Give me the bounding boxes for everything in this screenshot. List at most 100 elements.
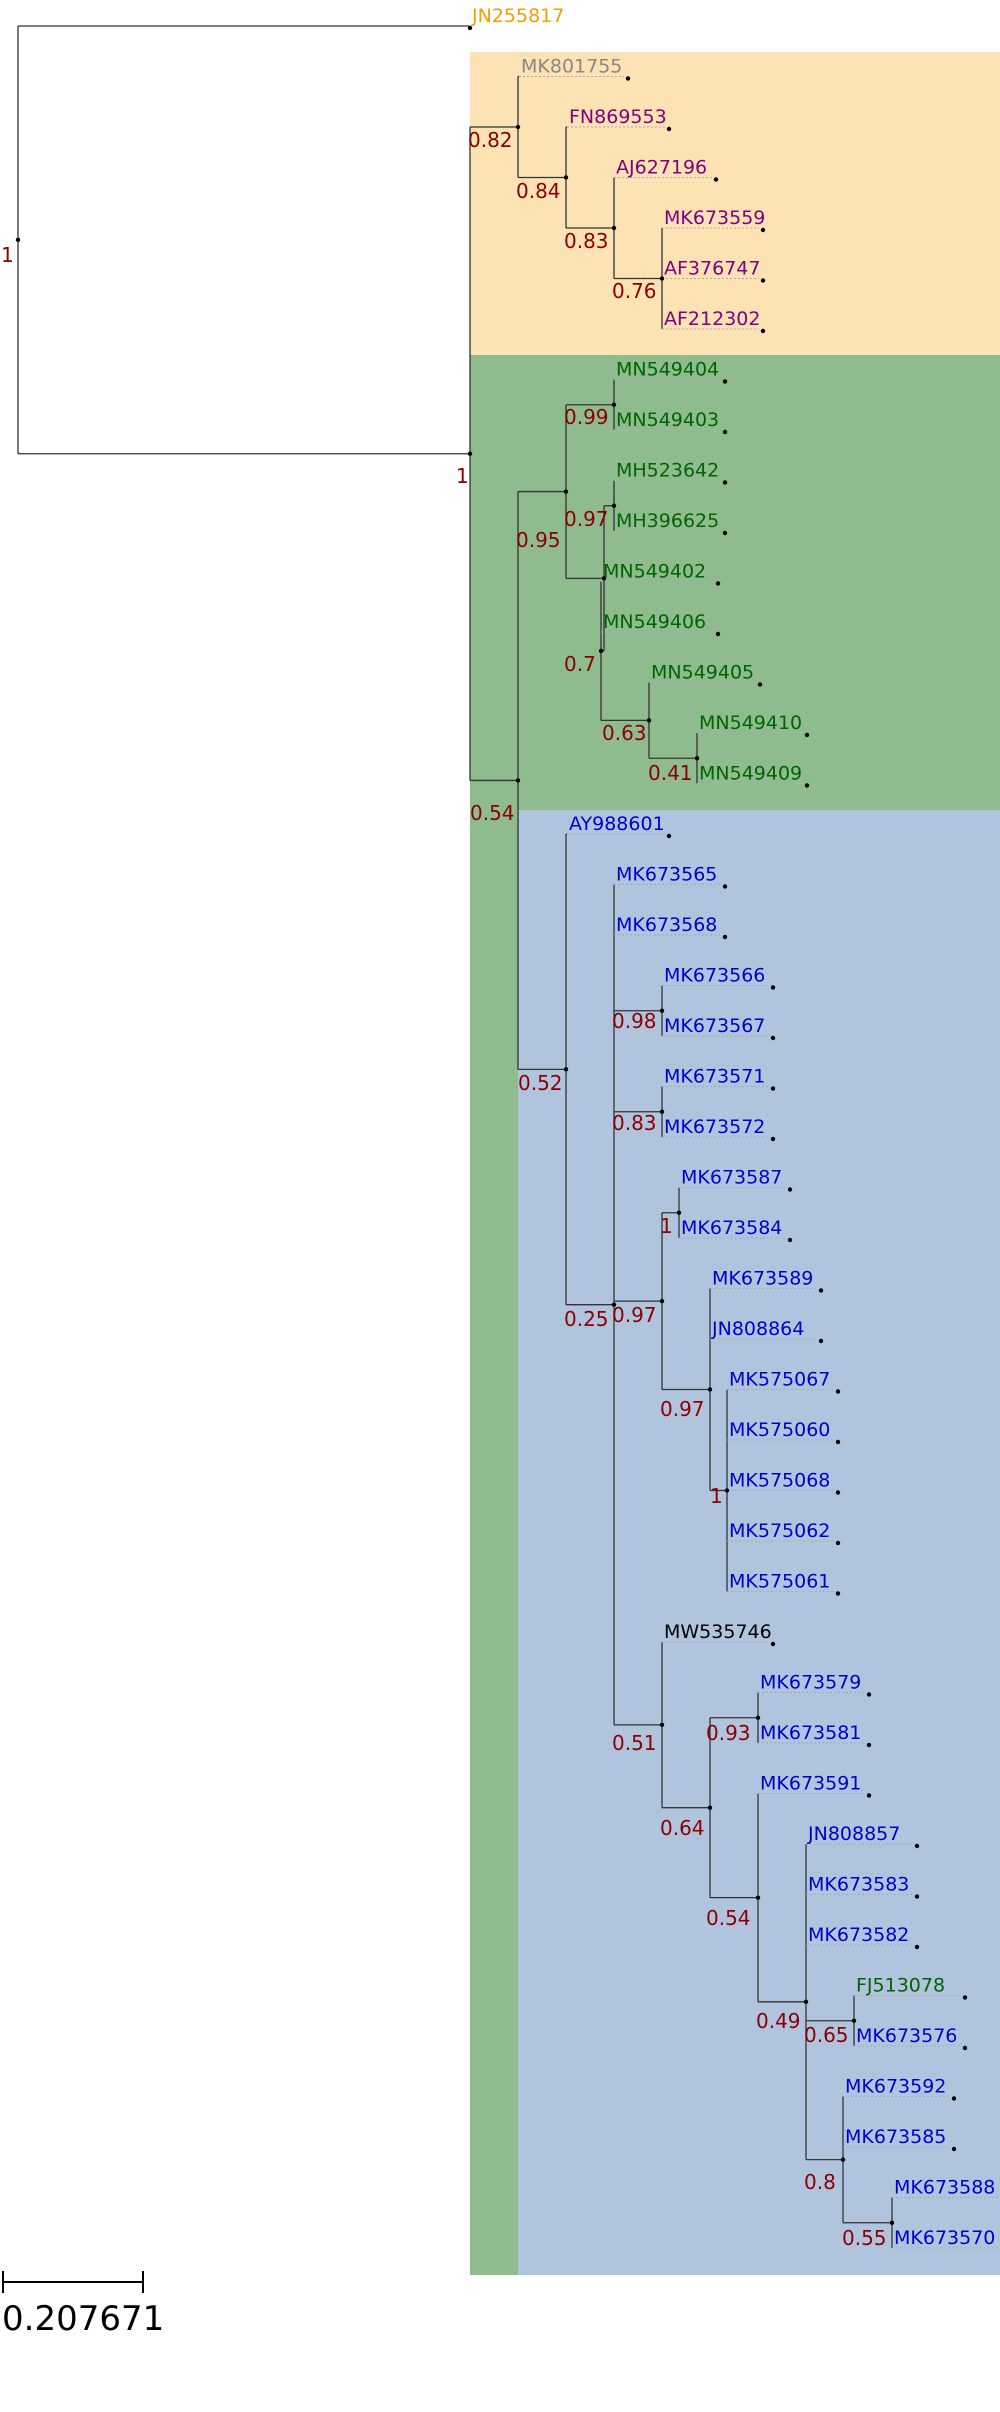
internal-node bbox=[659, 1298, 665, 1304]
leaf-tip bbox=[625, 76, 631, 81]
internal-node bbox=[611, 503, 617, 508]
leaf-tip bbox=[722, 480, 728, 485]
leaf-label: MN549410 bbox=[699, 712, 802, 734]
support-value: 0.49 bbox=[756, 2009, 801, 2033]
clade-green-highlight bbox=[470, 355, 1000, 810]
internal-node bbox=[707, 1805, 713, 1810]
leaf-tip bbox=[770, 1136, 776, 1142]
leaf-tip bbox=[818, 1288, 824, 1293]
internal-node bbox=[611, 1302, 617, 1307]
internal-node bbox=[707, 1387, 713, 1392]
internal-node bbox=[755, 1895, 761, 1900]
internal-node bbox=[694, 756, 700, 761]
leaf-label: MN549405 bbox=[651, 662, 754, 684]
leaf-tip bbox=[760, 227, 766, 233]
clade-orange-highlight bbox=[470, 52, 1000, 355]
leaf-label: MH396625 bbox=[616, 510, 719, 532]
support-value: 0.98 bbox=[612, 1009, 657, 1033]
support-value: 1 bbox=[660, 1214, 673, 1238]
support-value: 1 bbox=[710, 1484, 723, 1508]
leaf-tip bbox=[835, 1540, 841, 1546]
leaf-label: MK673566 bbox=[664, 965, 765, 987]
support-value: 0.54 bbox=[706, 1906, 751, 1930]
internal-node bbox=[611, 225, 617, 231]
leaf-tip bbox=[666, 833, 672, 839]
support-value: 0.93 bbox=[706, 1721, 751, 1745]
leaf-label: MN549404 bbox=[616, 359, 719, 381]
leaf-tip bbox=[804, 732, 810, 738]
leaf-label: MN549409 bbox=[699, 763, 802, 785]
leaf-tip bbox=[962, 1995, 968, 2000]
internal-node bbox=[659, 1008, 665, 1013]
leaf-label: MK575067 bbox=[729, 1369, 830, 1391]
internal-node bbox=[15, 237, 21, 243]
support-value: 0.25 bbox=[564, 1307, 609, 1331]
internal-node bbox=[563, 1067, 569, 1072]
internal-node bbox=[601, 576, 607, 581]
internal-node bbox=[803, 1999, 809, 2005]
internal-node bbox=[724, 1488, 730, 1493]
leaf-tip bbox=[715, 631, 721, 637]
leaf-label: MW535746 bbox=[664, 1621, 772, 1643]
internal-node bbox=[840, 2157, 846, 2162]
support-value: 0.99 bbox=[564, 405, 609, 429]
leaf-label: MK673565 bbox=[616, 864, 717, 886]
leaf-tip bbox=[770, 1035, 776, 1041]
leaf-label: MK801755 bbox=[521, 56, 622, 78]
leaf-label: MK673587 bbox=[681, 1167, 782, 1189]
support-value: 0.76 bbox=[612, 279, 657, 303]
internal-node bbox=[563, 489, 569, 494]
internal-node bbox=[646, 718, 652, 723]
leaf-tip bbox=[818, 1338, 824, 1344]
leaf-tip bbox=[866, 1692, 872, 1697]
support-value: 0.41 bbox=[648, 761, 693, 785]
leaf-label: MK673576 bbox=[856, 2025, 957, 2047]
internal-node bbox=[515, 778, 521, 783]
leaf-label: MK575061 bbox=[729, 1571, 830, 1593]
leaf-label: MK575060 bbox=[729, 1419, 830, 1441]
internal-node bbox=[598, 648, 604, 654]
clade-green-strip-highlight bbox=[470, 810, 518, 2275]
support-value: 0.7 bbox=[564, 652, 596, 676]
leaf-label: AF376747 bbox=[664, 258, 760, 280]
support-value: 0.51 bbox=[612, 1731, 657, 1755]
leaf-tip bbox=[770, 1086, 776, 1091]
leaf-label: MK673570 bbox=[894, 2227, 995, 2249]
internal-node bbox=[755, 1715, 761, 1720]
clade-blue-highlight bbox=[518, 810, 1000, 2275]
leaf-label: FN869553 bbox=[569, 106, 667, 128]
leaf-tip bbox=[866, 1793, 872, 1798]
leaf-label: MK673579 bbox=[760, 1672, 861, 1694]
leaf-label: AY988601 bbox=[569, 813, 665, 835]
leaf-label: AJ627196 bbox=[616, 157, 707, 179]
leaf-tip bbox=[467, 25, 473, 31]
leaf-tip bbox=[835, 1439, 841, 1445]
leaf-tip bbox=[951, 2146, 957, 2152]
support-value: 0.52 bbox=[518, 1071, 563, 1095]
internal-node bbox=[467, 451, 473, 456]
leaf-label: MK673591 bbox=[760, 1773, 861, 1795]
support-value: 0.83 bbox=[564, 229, 609, 253]
leaf-label: FJ513078 bbox=[856, 1975, 945, 1997]
leaf-label: JN808857 bbox=[807, 1823, 900, 1845]
leaf-label: MK673583 bbox=[808, 1874, 909, 1896]
leaf-label: MN549406 bbox=[603, 611, 706, 633]
support-value: 0.64 bbox=[660, 1816, 705, 1840]
leaf-tip bbox=[722, 379, 728, 384]
leaf-label: MK673584 bbox=[681, 1217, 782, 1239]
leaf-tip bbox=[914, 1843, 920, 1849]
leaf-tip bbox=[914, 1944, 920, 1950]
leaf-tip bbox=[804, 783, 810, 788]
leaf-tip bbox=[760, 278, 766, 283]
leaf-label: MK673559 bbox=[664, 207, 765, 229]
support-value: 1 bbox=[456, 464, 469, 488]
leaf-label: MH523642 bbox=[616, 460, 719, 482]
scale-bar: 0.207671 bbox=[2, 2271, 164, 2339]
leaf-tip bbox=[722, 530, 728, 536]
leaf-tip bbox=[787, 1187, 793, 1192]
support-value: 0.97 bbox=[612, 1303, 657, 1327]
leaf-tip bbox=[722, 934, 728, 940]
support-value: 0.63 bbox=[602, 721, 647, 745]
support-value: 0.55 bbox=[842, 2226, 887, 2250]
leaf-tip bbox=[713, 177, 719, 182]
